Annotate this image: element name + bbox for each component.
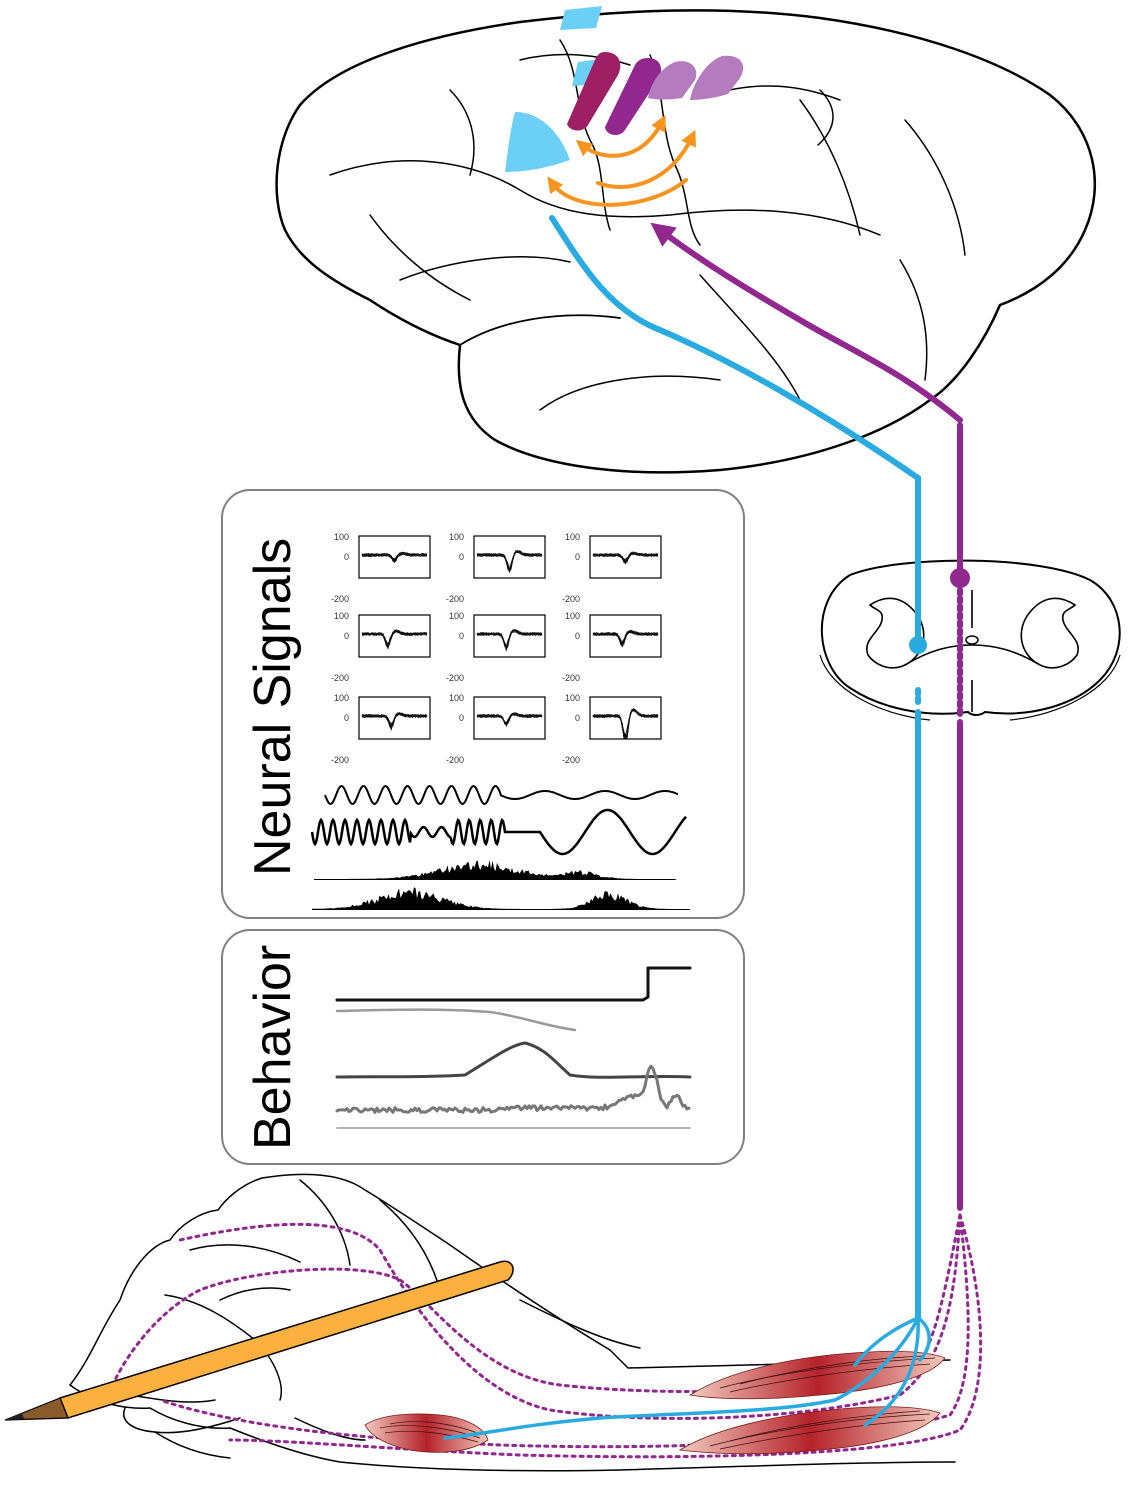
- spike-waveform-plot: 100 0 -200: [562, 693, 662, 765]
- y-tick-label: -200: [446, 755, 464, 765]
- motor-area-dark: [567, 52, 621, 131]
- y-tick-label: 100: [565, 611, 580, 621]
- y-tick-label: 100: [334, 611, 349, 621]
- y-tick-label: 0: [575, 713, 580, 723]
- sensory-area-top: [560, 6, 602, 30]
- behavior-panel: Behavior: [221, 929, 745, 1165]
- plot-frame: [473, 696, 546, 740]
- sensory-nerve-branches: [443, 1316, 931, 1440]
- behavior-traces: [335, 966, 692, 1129]
- cortical-areas: [505, 6, 744, 172]
- y-tick-label: -200: [562, 673, 580, 683]
- pencil-icon: [4, 1260, 514, 1421]
- spike-waveform-plot: 100 0 -200: [331, 611, 431, 683]
- spike-waveform-plot: 100 0 -200: [446, 611, 546, 683]
- lfp-trace-2: [310, 808, 687, 856]
- brain-outline-icon: [275, 9, 1097, 474]
- spike-waveform-plot: 100 0 -200: [331, 532, 431, 604]
- motor-node: [950, 568, 970, 588]
- motor-area-light-2: [690, 55, 744, 100]
- plot-frame: [473, 535, 546, 579]
- plot-frame: [358, 614, 431, 658]
- spike-waveform: [592, 710, 659, 739]
- plot-frame: [473, 614, 546, 658]
- y-tick-label: 100: [565, 693, 580, 703]
- y-tick-label: 100: [449, 532, 464, 542]
- motor-pathway: [650, 222, 963, 1211]
- sensory-node: [909, 636, 927, 654]
- plot-frame: [589, 696, 662, 740]
- y-tick-label: 0: [575, 552, 580, 562]
- spike-waveform: [361, 713, 428, 730]
- y-tick-label: 0: [344, 713, 349, 723]
- y-tick-label: -200: [446, 673, 464, 683]
- spike-waveform: [592, 551, 659, 560]
- y-tick-label: -200: [562, 594, 580, 604]
- y-tick-label: 100: [334, 532, 349, 542]
- y-tick-label: 100: [449, 693, 464, 703]
- behavior-trace-bump: [335, 1041, 692, 1079]
- plot-frame: [589, 614, 662, 658]
- spike-waveform-plot: 100 0 -200: [562, 532, 662, 604]
- y-tick-label: -200: [562, 755, 580, 765]
- emg-envelopes: [312, 860, 690, 910]
- y-tick-label: 0: [459, 552, 464, 562]
- spike-waveform: [592, 630, 659, 645]
- spike-waveform-plot: 100 0 -200: [562, 611, 662, 683]
- behavior-trace-step: [335, 966, 692, 1002]
- y-tick-label: -200: [331, 755, 349, 765]
- y-tick-label: 100: [565, 532, 580, 542]
- spike-waveform-grid: 100 0 -200 100 0 -200 100 0 -200 100 0 -200 100 0 -200…: [331, 532, 662, 765]
- spike-waveform: [476, 550, 543, 572]
- behavior-trace-decline: [335, 1008, 577, 1032]
- emg-envelope-1: [314, 860, 676, 880]
- y-tick-label: -200: [331, 594, 349, 604]
- y-tick-label: 0: [575, 631, 580, 641]
- neural-signals-panel: Neural Signals 1000-2001000-2001000-2001…: [221, 489, 745, 919]
- y-tick-label: 0: [344, 631, 349, 641]
- y-tick-label: 0: [459, 631, 464, 641]
- sensory-area-large: [505, 112, 570, 172]
- y-tick-label: 0: [459, 713, 464, 723]
- neural-signals-title: Neural Signals: [244, 538, 302, 876]
- spike-waveform: [592, 551, 659, 565]
- spike-waveform-plot: 100 0 -200: [331, 693, 431, 765]
- spike-waveform: [476, 713, 543, 726]
- behavior-title: Behavior: [244, 945, 302, 1150]
- plot-frame: [358, 696, 431, 740]
- spike-waveform-plot: 100 0 -200: [446, 532, 546, 604]
- motor-area-light-1: [648, 61, 697, 100]
- spinal-cord-cross-section-icon: [819, 559, 1121, 721]
- spike-waveform: [361, 552, 428, 561]
- y-tick-label: -200: [331, 673, 349, 683]
- y-tick-label: 100: [449, 611, 464, 621]
- cortical-interaction-arrows: [547, 114, 696, 207]
- y-tick-label: 100: [334, 693, 349, 703]
- lfp-traces: [310, 785, 687, 856]
- spike-waveform: [361, 630, 428, 647]
- plot-frame: [358, 535, 431, 579]
- behavior-trace-noisy: [335, 1064, 691, 1114]
- lfp-trace-1: [324, 785, 679, 805]
- spike-waveform-plot: 100 0 -200: [446, 693, 546, 765]
- emg-envelope-2: [312, 887, 690, 910]
- spike-waveform: [476, 629, 543, 650]
- sensory-pathway: [549, 215, 921, 1321]
- plot-frame: [589, 535, 662, 579]
- y-tick-label: 0: [344, 552, 349, 562]
- y-tick-label: -200: [446, 594, 464, 604]
